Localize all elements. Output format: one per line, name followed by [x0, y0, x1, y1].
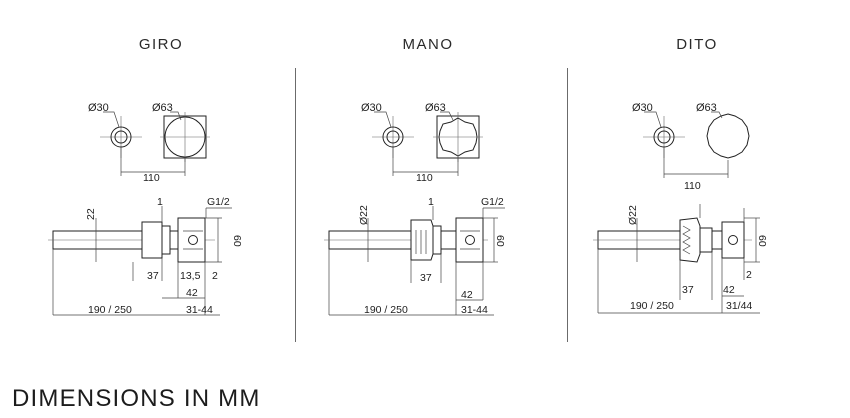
dito-d-large-label: Ø63 — [696, 102, 717, 114]
mano-top-view: Ø30 Ø63 110 — [361, 102, 483, 184]
dito-depth-d-label: 42 — [723, 284, 735, 296]
mano-thread-label: G1/2 — [481, 196, 504, 208]
mano-d-large-label: Ø63 — [425, 102, 446, 114]
giro-side-view: 22 1 G1/2 60 37 13,5 2 42 — [48, 196, 243, 316]
dito-wall-label: 31/44 — [726, 300, 752, 312]
dito-pipe-d-label: Ø22 — [627, 205, 639, 225]
mano-gap-label: 1 — [428, 196, 434, 208]
giro-gap-label: 1 — [157, 196, 163, 208]
giro-depth-a-label: 37 — [147, 270, 159, 282]
giro-d-large-label: Ø63 — [152, 102, 173, 114]
panel-title-giro: GIRO — [138, 36, 184, 53]
giro-depth-c-label: 2 — [212, 270, 218, 282]
giro-height-label: 60 — [231, 235, 243, 247]
giro-thread-label: G1/2 — [207, 196, 230, 208]
dito-depth-c-label: 2 — [746, 269, 752, 281]
dito-spacing-label: 110 — [684, 180, 701, 192]
dito-top-view: Ø30 Ø63 110 — [632, 102, 750, 192]
mano-spacing-label: 110 — [416, 172, 433, 184]
panel-title-dito: DITO — [676, 36, 718, 53]
drawing-mano: Ø30 Ø63 110 Ø22 1 — [324, 102, 506, 316]
giro-length-label: 190 / 250 — [88, 304, 132, 316]
mano-depth-a-label: 37 — [420, 272, 432, 284]
panel-title-mano: MANO — [402, 36, 454, 53]
panel-divider-left — [295, 68, 296, 342]
dito-height-label: 60 — [756, 235, 768, 247]
dito-side-view: Ø22 60 2 37 42 190 / 250 31/44 — [593, 204, 768, 314]
mano-length-label: 190 / 250 — [364, 304, 408, 316]
dimensions-caption: DIMENSIONS IN MM — [12, 385, 261, 412]
giro-top-view: Ø30 Ø63 110 — [88, 102, 210, 184]
mano-pipe-d-label: Ø22 — [358, 205, 370, 225]
giro-depth-b-label: 13,5 — [180, 270, 201, 282]
drawing-dito: Ø30 Ø63 110 Ø22 60 — [593, 102, 768, 314]
giro-spacing-label: 110 — [143, 172, 160, 184]
panel-divider-right — [567, 68, 568, 342]
mano-d-small-label: Ø30 — [361, 102, 382, 114]
giro-pipe-d-label: 22 — [85, 208, 97, 220]
mano-wall-label: 31-44 — [461, 304, 488, 316]
dito-d-small-label: Ø30 — [632, 102, 653, 114]
dito-depth-a-label: 37 — [682, 284, 694, 296]
mano-height-label: 60 — [494, 235, 506, 247]
drawing-giro: Ø30 Ø63 110 22 1 — [48, 102, 243, 316]
giro-d-small-label: Ø30 — [88, 102, 109, 114]
giro-depth-d-label: 42 — [186, 287, 198, 299]
mano-depth-d-label: 42 — [461, 289, 473, 301]
giro-wall-label: 31-44 — [186, 304, 213, 316]
dito-length-label: 190 / 250 — [630, 300, 674, 312]
mano-side-view: Ø22 1 G1/2 60 37 42 190 / 250 — [324, 196, 506, 316]
